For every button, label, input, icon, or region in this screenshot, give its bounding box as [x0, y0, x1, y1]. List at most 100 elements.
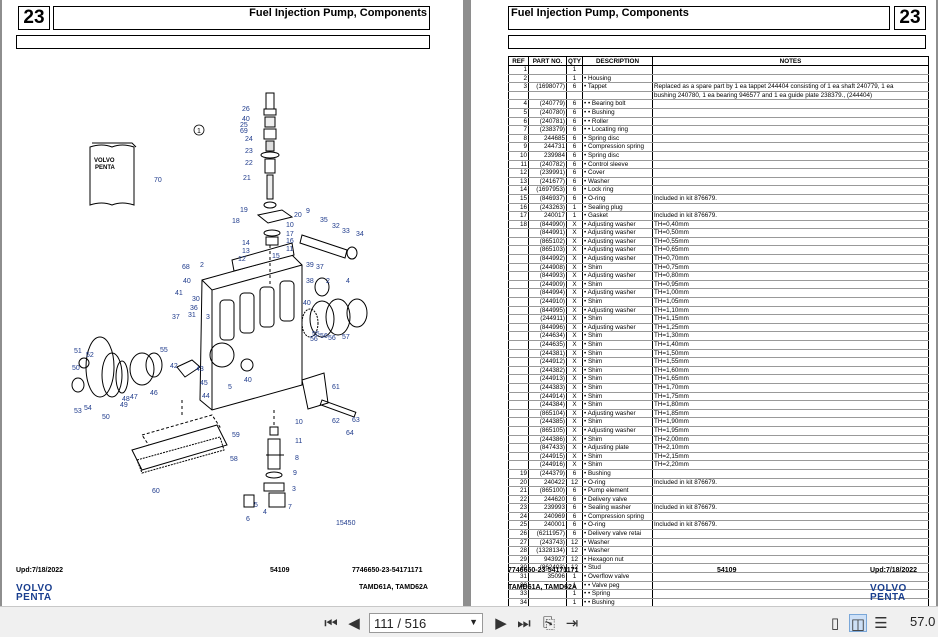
- cell-ref: [508, 435, 529, 445]
- cell-notes: TH=0,50mm: [652, 228, 929, 238]
- svg-text:3: 3: [292, 486, 296, 493]
- svg-text:61: 61: [332, 384, 340, 391]
- cell-qty: 6: [566, 194, 583, 204]
- dropdown-arrow-icon[interactable]: ▼: [469, 617, 478, 627]
- last-page-icon[interactable]: ⏭: [517, 614, 531, 632]
- cell-notes: [652, 108, 929, 118]
- footer-ref: 7746650-23-54171171: [508, 567, 579, 574]
- cell-notes: TH=2,00mm: [652, 435, 929, 445]
- single-page-icon[interactable]: ▯: [830, 614, 840, 632]
- cell-ref: 1: [508, 65, 529, 75]
- cell-description: • O-ring: [582, 194, 653, 204]
- cell-qty: 6: [566, 117, 583, 127]
- viewer-toolbar: ⏮ ◀ 111 / 516 ▼ ▶ ⏭ ⎘ ⇥ ▯ ◫ ☰: [0, 606, 938, 637]
- cell-qty: X: [566, 280, 583, 290]
- cell-qty: 12: [566, 478, 583, 488]
- cell-qty: 1: [566, 589, 583, 599]
- next-page-icon[interactable]: ▶: [495, 614, 507, 632]
- cell-part-no: (844993): [528, 271, 567, 281]
- footer-code: 54109: [270, 567, 290, 574]
- svg-text:55: 55: [312, 331, 320, 338]
- left-page: 23 Fuel Injection Pump, Components: [2, 0, 463, 606]
- cell-ref: 23: [508, 503, 529, 513]
- table-row: 21(865100)6• Pump element: [508, 486, 929, 496]
- cell-part-no: (243263): [528, 203, 567, 213]
- table-row: 28(1328134)12• Washer: [508, 546, 929, 556]
- cell-qty: X: [566, 392, 583, 402]
- first-page-icon[interactable]: ⏮: [324, 614, 338, 632]
- cell-description: [582, 91, 653, 101]
- cell-notes: [652, 555, 929, 565]
- zoom-level[interactable]: 57.0: [910, 614, 936, 629]
- cell-description: • Shim: [582, 331, 653, 341]
- cell-part-no: (1697953): [528, 185, 567, 195]
- cell-qty: X: [566, 357, 583, 367]
- cell-ref: [508, 306, 529, 316]
- cell-description: • Adjusting washer: [582, 228, 653, 238]
- cell-notes: TH=1,75mm: [652, 392, 929, 402]
- cell-description: • Overflow valve: [582, 572, 653, 582]
- svg-text:37: 37: [316, 264, 324, 271]
- cell-ref: [508, 331, 529, 341]
- cell-description: • Shim: [582, 400, 653, 410]
- cell-description: • Washer: [582, 546, 653, 556]
- cell-notes: TH=1,15mm: [652, 314, 929, 324]
- cell-description: • Shim: [582, 263, 653, 273]
- cell-qty: X: [566, 254, 583, 264]
- logo-top-text: VOLVO: [870, 583, 907, 594]
- cell-ref: [508, 426, 529, 436]
- export-icon[interactable]: ⇥: [565, 614, 579, 632]
- svg-text:62: 62: [332, 418, 340, 425]
- cell-qty: X: [566, 417, 583, 427]
- cell-part-no: (847433): [528, 443, 567, 453]
- booklet-label-penta: PENTA: [95, 165, 116, 171]
- footer-date: Upd:7/18/2022: [16, 567, 64, 574]
- cell-notes: [652, 581, 929, 591]
- cell-qty: 6: [566, 108, 583, 118]
- cell-notes: TH=1,05mm: [652, 297, 929, 307]
- svg-text:70: 70: [154, 177, 162, 184]
- scroll-icon[interactable]: ☰: [874, 614, 888, 632]
- prev-page-icon[interactable]: ◀: [348, 614, 360, 632]
- cell-notes: [652, 589, 929, 599]
- cell-qty: X: [566, 435, 583, 445]
- cell-part-no: (244381): [528, 349, 567, 359]
- cell-part-no: [528, 74, 567, 84]
- cell-ref: 18: [508, 220, 529, 230]
- cell-qty: 1: [566, 211, 583, 221]
- svg-text:23: 23: [245, 148, 253, 155]
- page-number-input[interactable]: 111 / 516 ▼: [369, 613, 483, 633]
- cell-part-no: 240001: [528, 520, 567, 531]
- cell-part-no: 943927: [528, 555, 567, 565]
- cell-description: • • Roller: [582, 117, 653, 127]
- svg-text:3: 3: [206, 314, 210, 321]
- cell-qty: X: [566, 306, 583, 316]
- cell-notes: TH=2,20mm: [652, 460, 929, 470]
- cell-description: • • Valve peg: [582, 581, 653, 591]
- cell-qty: 6: [566, 142, 583, 152]
- cell-notes: TH=1,95mm: [652, 426, 929, 436]
- cell-qty: 1: [566, 65, 583, 75]
- cell-description: • Shim: [582, 392, 653, 402]
- parts-table-header: REF PART NO. QTY DESCRIPTION NOTES: [508, 56, 929, 66]
- two-page-icon[interactable]: ◫: [849, 614, 867, 633]
- cell-qty: X: [566, 366, 583, 376]
- svg-text:14: 14: [242, 240, 250, 247]
- cell-description: • Sealing washer: [582, 503, 653, 513]
- svg-text:53: 53: [74, 408, 82, 415]
- rotate-icon[interactable]: ⎘: [542, 614, 555, 632]
- cell-ref: 29: [508, 555, 529, 565]
- cell-description: [582, 65, 653, 75]
- cell-notes: [652, 546, 929, 556]
- svg-text:5: 5: [228, 384, 232, 391]
- cell-description: • Adjusting washer: [582, 245, 653, 256]
